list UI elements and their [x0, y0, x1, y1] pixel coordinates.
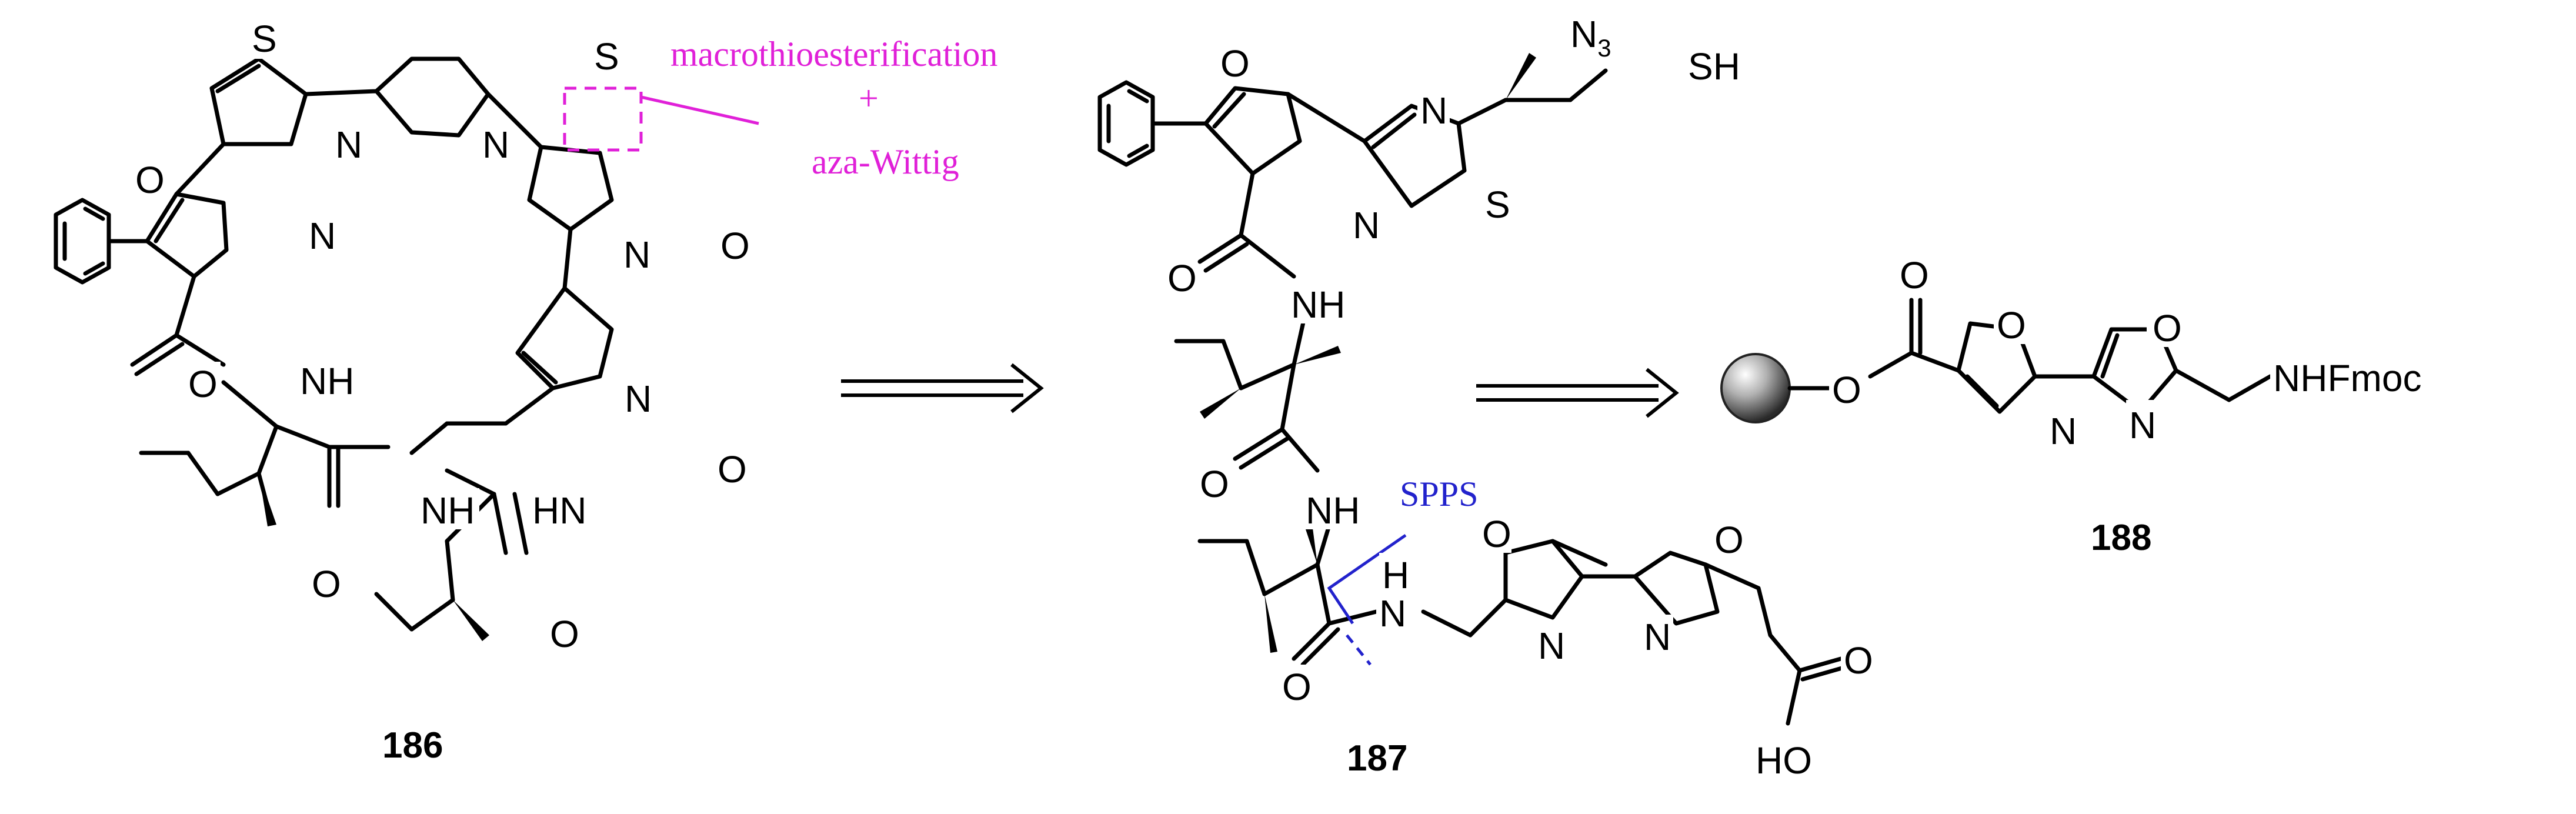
oxygen-atom: O	[188, 363, 218, 405]
oxygen-atom: O	[1714, 519, 1744, 561]
retrosynthesis-arrow-2	[1476, 368, 1679, 418]
sulfur-atom: S	[594, 35, 619, 78]
amide-h-label: H	[1382, 554, 1409, 596]
amide-hn-label: HN	[532, 489, 586, 532]
amide-nh-label: NH	[421, 489, 475, 532]
oxygen-atom: O	[1220, 42, 1250, 85]
nitrogen-atom: N	[2050, 410, 2077, 452]
nitrogen-atom: N	[625, 378, 652, 420]
disconnection-label-macrothioesterification: macrothioesterification	[670, 35, 997, 74]
nitrogen-atom: N	[1420, 89, 1447, 132]
compound-188-atoms: O O O N O N NHFmoc	[1829, 250, 2482, 452]
thiol-label: SH	[1688, 45, 1740, 88]
oxygen-atom: O	[1482, 513, 1511, 555]
compound-187-atoms: N3 SH O N N S O NH O NH O H N O N O N O	[1164, 12, 1873, 782]
nitrogen-atom: N	[2129, 404, 2156, 446]
nitrogen-atom: N	[309, 215, 336, 257]
compound-187-label: 187	[1347, 738, 1407, 779]
oxygen-atom: O	[1900, 254, 1929, 296]
compound-186-label: 186	[382, 725, 443, 766]
compound-186-structure	[54, 56, 614, 641]
oxygen-atom: O	[1167, 257, 1197, 299]
oxygen-atom: O	[312, 563, 341, 605]
sulfur-atom: S	[1485, 184, 1510, 226]
oxygen-atom: O	[718, 448, 747, 491]
oxygen-atom: O	[720, 225, 750, 267]
nitrogen-atom: N	[482, 124, 509, 166]
oxygen-atom: O	[1844, 639, 1873, 682]
oxygen-atom: O	[550, 613, 579, 655]
nitrogen-atom: N	[623, 233, 650, 276]
oxygen-atom: O	[1832, 369, 1861, 411]
nitrogen-atom: N	[1644, 616, 1671, 658]
compound-188-structure	[1720, 298, 2273, 423]
oxygen-atom: O	[1997, 304, 2026, 346]
disconnection-label-plus: +	[859, 79, 879, 118]
nhfmoc-label: NHFmoc	[2273, 357, 2421, 399]
oxygen-atom: O	[1282, 666, 1312, 708]
amide-nh-label: NH	[1306, 489, 1360, 532]
disconnection-annotation-1: macrothioesterification + aza-Wittig	[563, 35, 997, 181]
nitrogen-atom: N	[335, 124, 362, 166]
retrosynthesis-arrow-1	[841, 363, 1044, 413]
amide-n-label: N	[1379, 592, 1406, 635]
oxygen-atom: O	[135, 159, 165, 201]
nitrogen-atom: N	[1353, 204, 1380, 246]
nitrogen-atom: N	[1538, 625, 1565, 667]
disconnection-label-spps: SPPS	[1400, 475, 1478, 513]
resin-bead	[1720, 353, 1791, 423]
compound-186-atoms: S S N N O N N O N O O NH O NH HN O	[132, 18, 756, 655]
hydroxyl-label: HO	[1756, 739, 1812, 782]
compound-188-label: 188	[2091, 518, 2151, 558]
amide-nh-label: NH	[300, 360, 354, 402]
compound-187-structure	[1097, 53, 1846, 726]
sulfur-atom: S	[252, 18, 277, 60]
oxygen-atom: O	[1200, 463, 1229, 505]
azide-label: N3	[1570, 13, 1611, 62]
amide-nh-label: NH	[1291, 283, 1345, 326]
oxygen-atom: O	[2153, 307, 2182, 349]
disconnection-label-aza-wittig: aza-Wittig	[812, 142, 959, 181]
